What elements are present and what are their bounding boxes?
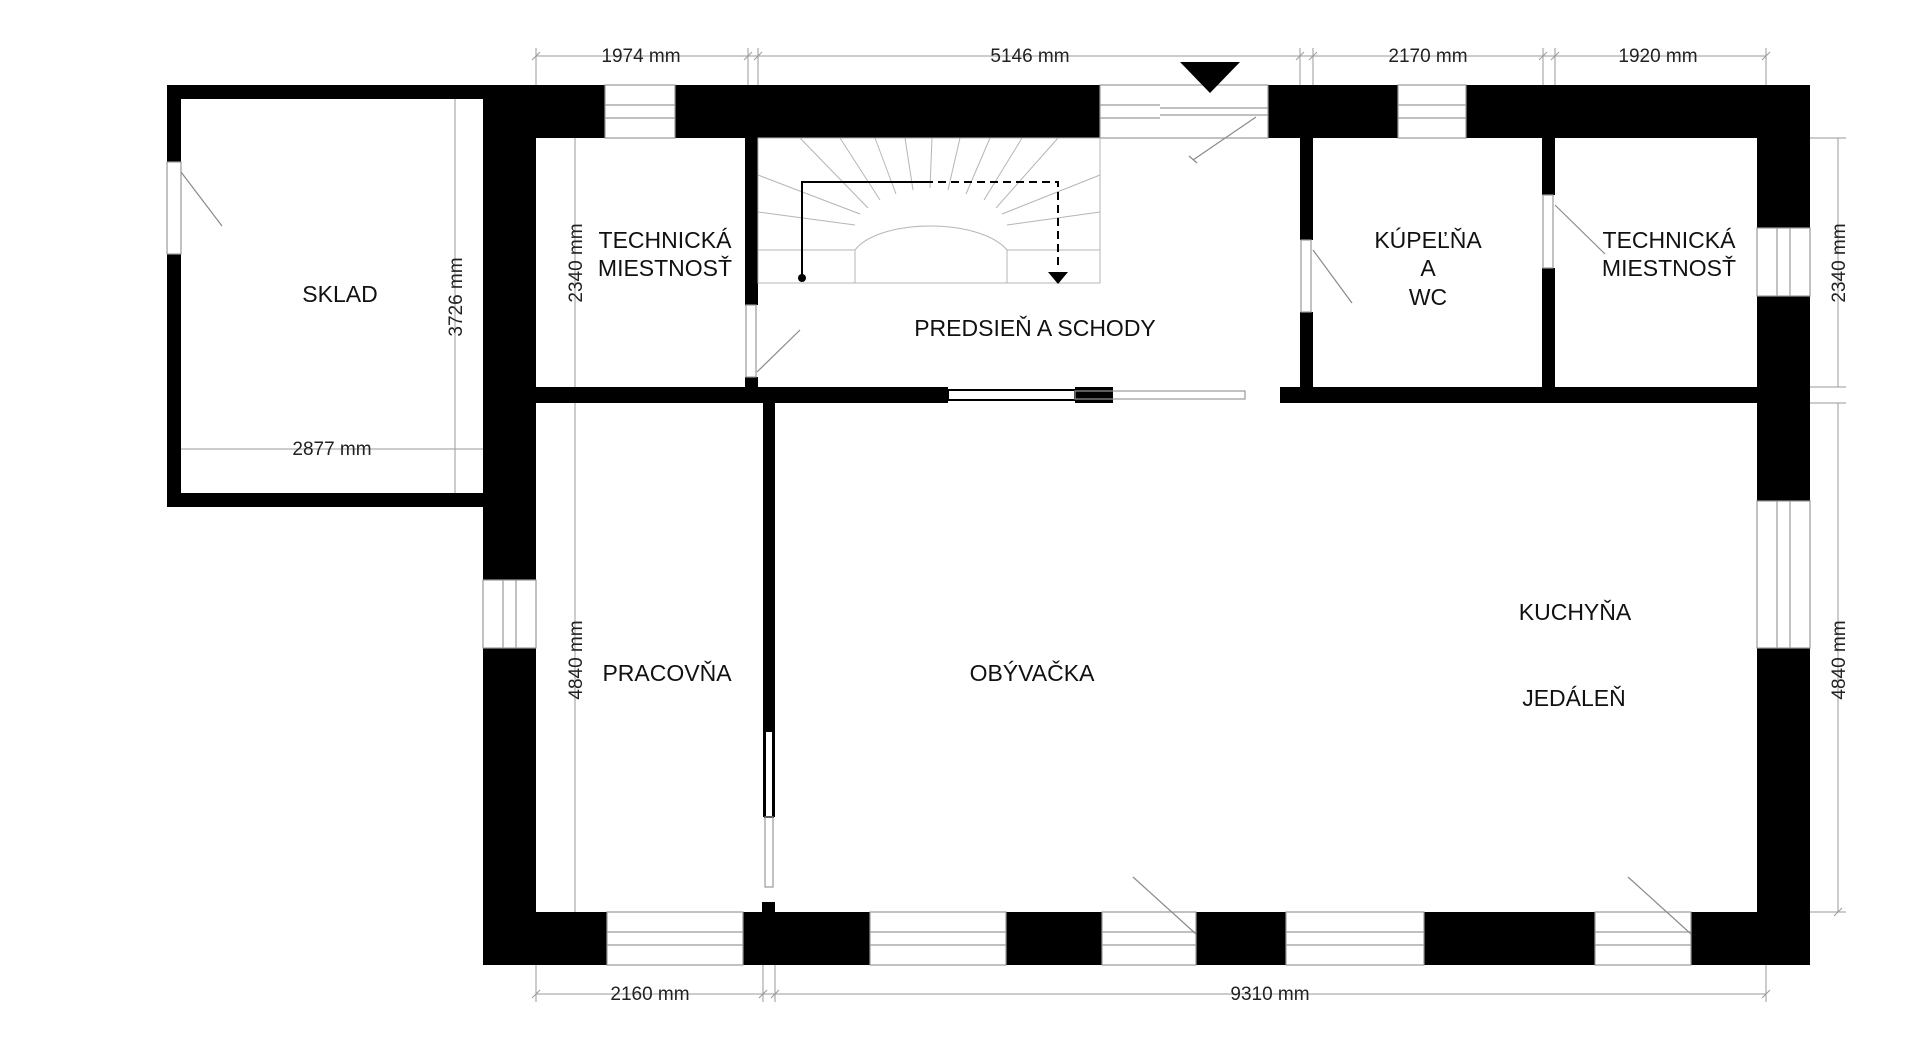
dim-right-lower: 4840 mm xyxy=(1829,620,1850,699)
room-label-kupelna-2: A xyxy=(1420,255,1436,281)
window-right-upper xyxy=(1756,227,1811,297)
wall-right-1 xyxy=(1757,85,1810,228)
wall-bottom-stub xyxy=(762,902,775,914)
room-label-tech-right-2: MIESTNOSŤ xyxy=(1602,255,1736,281)
wall-bottom-3 xyxy=(1006,912,1102,965)
dim-top-3: 2170 mm xyxy=(1388,46,1467,67)
sliding-door-frame xyxy=(947,389,1076,401)
window-right-lower xyxy=(1756,500,1811,649)
dim-tech-left-height: 2340 mm xyxy=(566,223,587,302)
wall-kupelna-left-lower xyxy=(1300,312,1313,389)
door-bottom-1 xyxy=(1132,876,1197,935)
door-kupelna-leaf xyxy=(1300,239,1312,313)
dimension-lines xyxy=(181,48,1846,1002)
room-label-predsien: PREDSIEŇ A SCHODY xyxy=(914,315,1156,341)
wall-between-right-lower xyxy=(1542,268,1555,389)
sliding-door-pracovna xyxy=(764,730,774,818)
dim-sklad-height: 3726 mm xyxy=(446,257,467,336)
wall-bottom-6 xyxy=(1691,912,1810,965)
window-bottom-3 xyxy=(1101,911,1197,966)
sliding-door-leaf xyxy=(1074,390,1246,400)
dim-bottom-1: 2160 mm xyxy=(610,984,689,1005)
door-tech-right-leaf xyxy=(1542,194,1554,269)
wall-tech-left-lower xyxy=(745,377,758,389)
room-label-kupelna-1: KÚPEĽŇA xyxy=(1374,227,1482,253)
dim-right-upper: 2340 mm xyxy=(1829,223,1850,302)
room-label-kupelna-3: WC xyxy=(1409,284,1447,310)
dim-bottom-2: 9310 mm xyxy=(1230,984,1309,1005)
stair-walkline xyxy=(801,181,925,278)
window-bottom-1 xyxy=(606,911,744,966)
wall-right-2 xyxy=(1757,296,1810,501)
window-bottom-4 xyxy=(1285,911,1425,966)
wall-bottom-5 xyxy=(1424,912,1595,965)
dim-top-1: 1974 mm xyxy=(601,46,680,67)
room-label-jedalen: JEDÁLEŇ xyxy=(1522,685,1626,711)
window-top-kupelna xyxy=(1397,84,1467,139)
wall-pracovna xyxy=(763,401,775,731)
dim-top-4: 1920 mm xyxy=(1618,46,1697,67)
window-top-entrance xyxy=(1099,84,1269,139)
wall-bottom-4 xyxy=(1196,912,1286,965)
wall-partition-right xyxy=(1280,387,1757,403)
room-label-tech-left-2: MIESTNOSŤ xyxy=(598,255,732,281)
wall-bottom-1 xyxy=(483,912,607,965)
stairs xyxy=(757,137,1101,284)
wall-top-2 xyxy=(675,85,1100,138)
room-label-kuchyna: KUCHYŇA xyxy=(1519,599,1632,625)
wall-top-3 xyxy=(1268,85,1398,138)
wall-tech-left-upper xyxy=(745,138,758,305)
door-tech-right-swing xyxy=(1554,204,1606,255)
room-label-sklad: SKLAD xyxy=(302,281,377,307)
door-kupelna-swing xyxy=(1312,249,1353,304)
walls xyxy=(167,85,1810,965)
room-label-pracovna: PRACOVŇA xyxy=(602,660,732,686)
windows xyxy=(166,84,1811,966)
wall-bottom-2 xyxy=(743,912,870,965)
room-label-obyvacka: OBÝVAČKA xyxy=(970,659,1095,686)
wall-sklad-top xyxy=(167,85,483,99)
door-entrance-swing xyxy=(1192,116,1257,161)
door-bottom-2 xyxy=(1627,876,1692,935)
room-label-tech-right-1: TECHNICKÁ xyxy=(1603,227,1737,253)
room-label-tech-left-1: TECHNICKÁ xyxy=(599,227,733,253)
wall-sklad-left-top xyxy=(167,85,181,162)
dim-sklad-width: 2877 mm xyxy=(292,439,371,460)
window-bottom-2 xyxy=(869,911,1007,966)
door-tech-left-swing xyxy=(756,329,801,373)
window-bottom-5 xyxy=(1594,911,1692,966)
wall-partition-left xyxy=(536,387,948,403)
doors xyxy=(180,116,1692,935)
dim-top-2: 5146 mm xyxy=(990,46,1069,67)
wall-top-4 xyxy=(1466,85,1810,138)
window-top-1 xyxy=(604,84,676,139)
wall-sklad-bottom xyxy=(167,493,483,507)
window-left xyxy=(482,579,537,649)
wall-sklad-left-bottom xyxy=(167,254,181,507)
wall-kupelna-left-upper xyxy=(1300,138,1313,240)
dimension-labels: 1974 mm 5146 mm 2170 mm 1920 mm 2160 mm … xyxy=(292,46,1850,1005)
entrance-arrow-icon xyxy=(1180,62,1240,93)
window-sklad xyxy=(166,161,182,255)
dim-left-lower: 4840 mm xyxy=(566,620,587,699)
wall-left-upper xyxy=(483,85,536,580)
wall-between-right-upper xyxy=(1542,138,1555,195)
door-sklad xyxy=(180,171,223,227)
door-tech-left-leaf xyxy=(745,304,757,378)
wall-partition-mid xyxy=(1075,387,1113,403)
room-labels: SKLAD TECHNICKÁ MIESTNOSŤ PREDSIEŇ A SCH… xyxy=(302,227,1736,711)
